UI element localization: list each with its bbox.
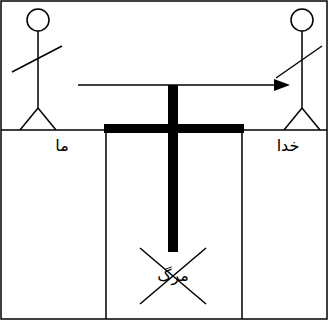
group-label: ما [55, 136, 68, 155]
region-label: مرگ [157, 266, 189, 285]
group-label: خدا [277, 136, 300, 155]
